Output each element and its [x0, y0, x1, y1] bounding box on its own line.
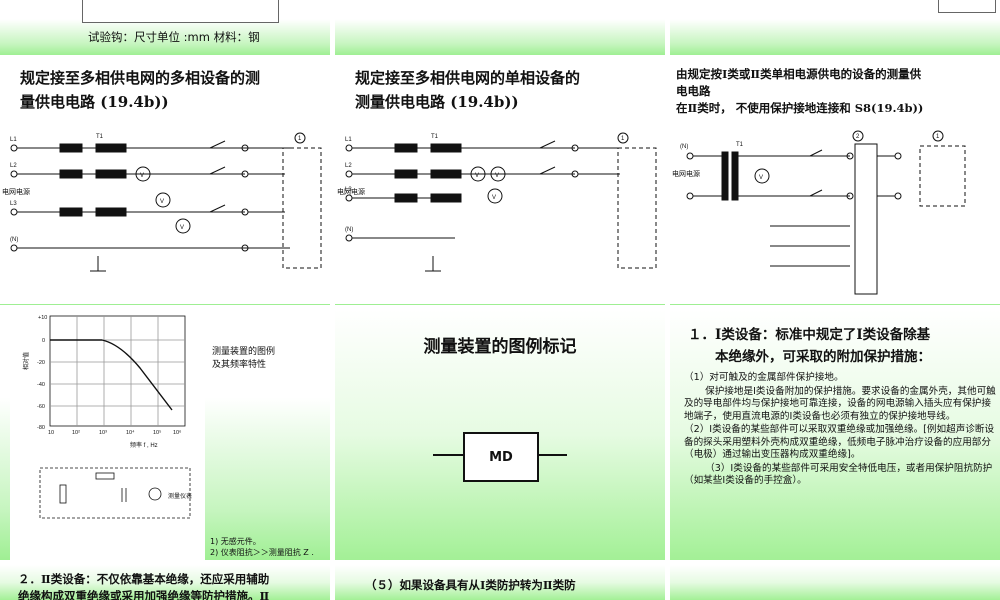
power-source-label: 电网电源: [672, 169, 700, 178]
figure-notes: 1) 无感元件。 2) 仪表阻抗＞＞测量阻抗 Z .: [210, 537, 314, 557]
slide-text: ２．Ⅱ类设备：不仅依靠基本绝缘，还应采用辅助 绝缘构成双重绝缘或采用加强绝缘等防…: [18, 572, 270, 600]
svg-text:10⁴: 10⁴: [126, 429, 135, 436]
slide-title: １．Ⅰ类设备：标准中规定了Ⅰ类设备除基 本绝缘外，可采取的附加保护措施：: [688, 327, 931, 365]
svg-text:V: V: [759, 175, 763, 181]
svg-text:相对值: 相对值: [22, 352, 30, 370]
slide-single-phase: 由规定按Ⅰ类或Ⅱ类单相电源供电的设备的测量供 电电路 在Ⅱ类时， 不使用保护接地…: [670, 60, 1000, 305]
slide-test-hook: 试验钩：尺寸单位 :mm 材料：钢: [0, 0, 330, 55]
md-left-lead: [433, 454, 463, 456]
slide-class1-equipment: １．Ⅰ类设备：标准中规定了Ⅰ类设备除基 本绝缘外，可采取的附加保护措施： （1）…: [670, 310, 1000, 560]
svg-text:V: V: [495, 173, 499, 179]
power-source-label: 电网电源: [2, 187, 30, 196]
svg-text:频率 f , Hz: 频率 f , Hz: [130, 441, 158, 449]
svg-text:V: V: [140, 173, 144, 179]
svg-text:1: 1: [298, 136, 302, 142]
svg-text:V: V: [492, 195, 496, 201]
slide-item5: （５）如果设备具有从Ⅰ类防护转为Ⅱ类防: [335, 565, 665, 600]
svg-text:-20: -20: [37, 360, 45, 366]
test-hook-drawing: [82, 0, 279, 23]
svg-text:+10: +10: [38, 315, 47, 321]
figure-caption: 测量装置的图例 及其频率特性: [212, 347, 276, 370]
slide-legend-symbol: 测量装置的图例标记 MD: [335, 310, 665, 560]
slide-polyphase-polyphase: 规定接至多相供电网的多相设备的测 量供电电路 (19.4b)): [0, 60, 330, 305]
svg-text:L2: L2: [345, 163, 352, 169]
svg-text:10: 10: [48, 430, 54, 436]
svg-text:0: 0: [42, 338, 45, 344]
svg-text:-40: -40: [37, 382, 45, 388]
md-symbol-box: MD: [463, 432, 539, 482]
svg-text:测量仪表: 测量仪表: [168, 492, 192, 500]
svg-text:2: 2: [856, 134, 860, 140]
svg-text:L3: L3: [345, 187, 352, 193]
response-curve: [50, 339, 173, 411]
slide-polyphase-single: 规定接至多相供电网的单相设备的 测量供电电路 (19.4b)): [335, 60, 665, 305]
slide-bottom-right: [670, 565, 1000, 600]
svg-text:1: 1: [621, 136, 625, 142]
svg-text:(N): (N): [10, 237, 18, 243]
svg-text:-60: -60: [37, 404, 45, 410]
slide-class2-equipment: ２．Ⅱ类设备：不仅依靠基本绝缘，还应采用辅助 绝缘构成双重绝缘或采用加强绝缘等防…: [0, 565, 330, 600]
md-right-lead: [537, 454, 567, 456]
svg-text:L1: L1: [345, 137, 352, 143]
slide-title: 规定接至多相供电网的多相设备的测 量供电电路 (19.4b)): [20, 69, 261, 111]
slide-title: 由规定按Ⅰ类或Ⅱ类单相电源供电的设备的测量供 电电路 在Ⅱ类时， 不使用保护接地…: [676, 67, 924, 115]
figure-area: +10 0 -20 -40 -60 -80 10 10² 10³ 10⁴ 10⁵ 10⁶ 频率 …: [10, 310, 205, 560]
svg-text:-80: -80: [37, 425, 45, 431]
svg-text:T1: T1: [96, 134, 104, 140]
slide-title: 规定接至多相供电网的单相设备的 测量供电电路 (19.4b)): [355, 69, 581, 111]
circuit-diagram: (N) T1 V 2 1 电网电源: [670, 126, 1000, 304]
svg-text:V: V: [180, 225, 184, 231]
power-source-label: 电网电源: [337, 187, 365, 196]
svg-text:L2: L2: [10, 163, 17, 169]
slide-frequency-response: +10 0 -20 -40 -60 -80 10 10² 10³ 10⁴ 10⁵ 10⁶ 频率 …: [0, 310, 330, 560]
test-hook-caption: 试验钩：尺寸单位 :mm 材料：钢: [88, 30, 260, 44]
svg-text:10²: 10²: [72, 430, 80, 436]
svg-text:10⁶: 10⁶: [173, 429, 181, 436]
slide-title: 测量装置的图例标记: [423, 337, 577, 357]
svg-text:V: V: [160, 199, 164, 205]
svg-text:(N): (N): [345, 227, 353, 233]
top-right-drawing: [938, 0, 996, 13]
svg-text:T1: T1: [431, 134, 439, 140]
svg-text:L3: L3: [10, 201, 17, 207]
slide-text: （５）如果设备具有从Ⅰ类防护转为Ⅱ类防: [365, 578, 576, 592]
slide-top-right: [670, 0, 1000, 55]
circuit-diagram: L1 L2 L3 (N) T1 V V V 1 电网电源: [0, 126, 330, 304]
svg-text:10⁵: 10⁵: [153, 429, 161, 436]
svg-text:(N): (N): [680, 144, 688, 150]
circuit-diagram: L1 L2 L3 (N) T1 V V V 1 电网电源: [335, 126, 665, 304]
svg-text:T1: T1: [736, 142, 744, 148]
label-L1: L1: [10, 137, 17, 143]
slide-body: （1）对可触及的金属部件保护接地。 保护接地是Ⅰ类设备附加的保护措施。要求设备的…: [684, 372, 996, 486]
slide-top-middle: [335, 0, 665, 55]
svg-text:V: V: [475, 173, 479, 179]
svg-text:1: 1: [936, 134, 940, 140]
svg-text:10³: 10³: [99, 430, 107, 436]
